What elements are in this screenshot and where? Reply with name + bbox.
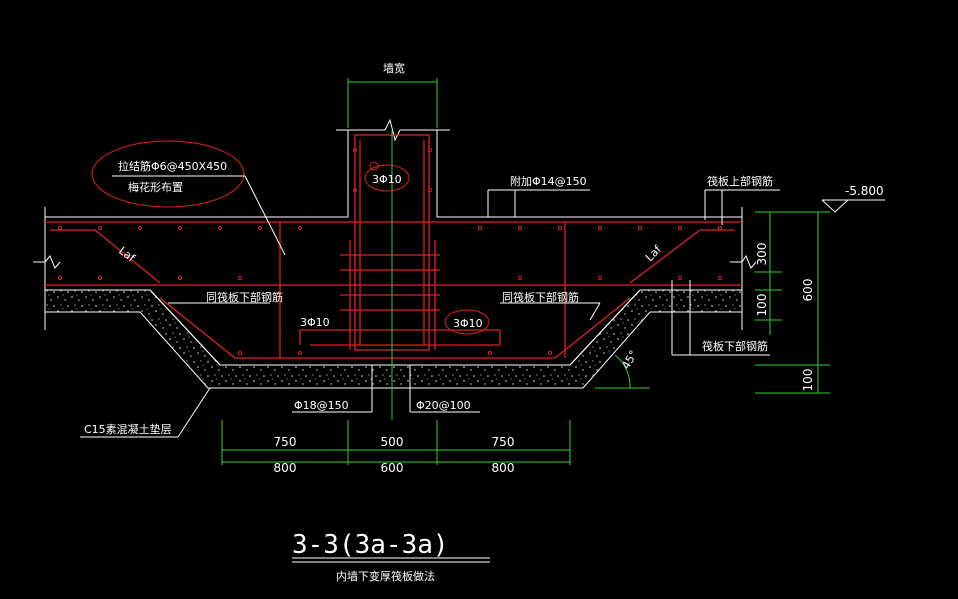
raft-top-bar-label: 筏板上部钢筋 xyxy=(707,174,773,188)
rebars xyxy=(45,134,742,359)
angle-label: 45° xyxy=(619,348,640,371)
raft-bottom-bar-right-label: 同筏板下部钢筋 xyxy=(502,290,579,304)
stirrup-right-label: 3Φ10 xyxy=(453,317,483,330)
dim-right-100b: 100 xyxy=(801,369,815,392)
section-title: 3-3(3a-3a) xyxy=(292,530,449,560)
dim-row2-right: 800 xyxy=(492,461,515,475)
added-bar-label: 附加Φ14@150 xyxy=(510,174,587,188)
raft-bottom-bar-side-label: 筏板下部钢筋 xyxy=(702,339,768,353)
raft-outline xyxy=(33,118,757,366)
wall-width-label: 墙宽 xyxy=(383,61,405,75)
tie-bar-label: 拉结筋Φ6@450X450 xyxy=(118,159,227,173)
dim-row2-mid: 600 xyxy=(381,461,404,475)
anchor-right-label: Laf xyxy=(643,242,665,264)
section-subtitle: 内墙下变厚筏板做法 xyxy=(336,569,435,583)
elevation-label: -5.800 xyxy=(845,184,884,198)
raft-bottom-bar-left-label: 同筏板下部钢筋 xyxy=(206,290,283,304)
dim-right-600: 600 xyxy=(801,279,815,302)
dim-row1-left: 750 xyxy=(274,435,297,449)
dim-row2-left: 800 xyxy=(274,461,297,475)
dim-row1-right: 750 xyxy=(492,435,515,449)
tie-bar-callout-ring xyxy=(91,140,245,208)
tie-bar-note: 梅花形布置 xyxy=(128,180,183,194)
bottom-bar-right-label: Φ20@100 xyxy=(416,399,471,412)
bottom-bar-left-label: Φ18@150 xyxy=(294,399,349,412)
elevation-mark xyxy=(821,199,850,213)
cushion-label: C15素混凝土垫层 xyxy=(84,422,172,436)
dim-right-300: 300 xyxy=(755,243,769,266)
stirrup-top-label: 3Φ10 xyxy=(372,173,402,186)
rebar-dots xyxy=(57,147,723,356)
green-lines xyxy=(221,78,830,465)
stirrup-left-label: 3Φ10 xyxy=(300,316,330,329)
dim-right-100a: 100 xyxy=(755,294,769,317)
dim-row1-mid: 500 xyxy=(381,435,404,449)
cushion-layer xyxy=(44,289,743,389)
